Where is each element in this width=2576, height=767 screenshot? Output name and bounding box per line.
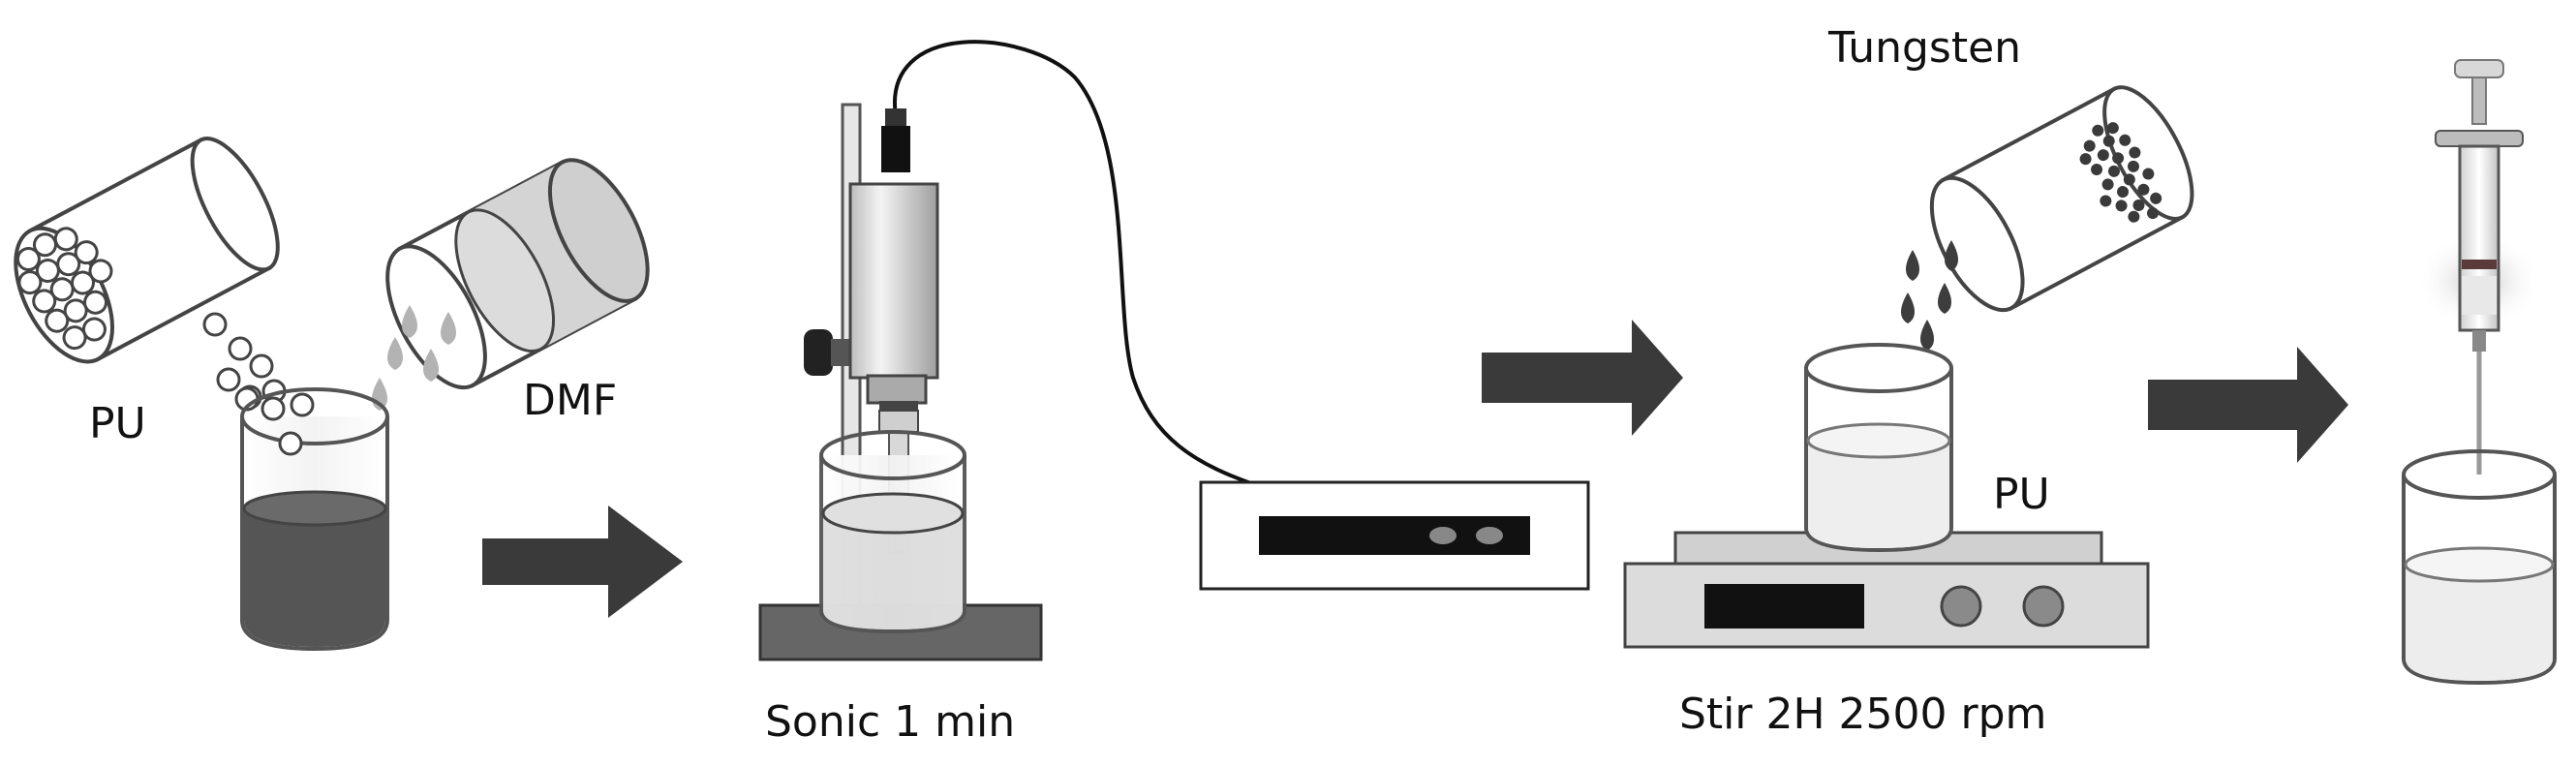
step-4-dispensing (2402, 59, 2557, 686)
process-arrow-3 (2148, 347, 2348, 463)
label-dmf: DMF (523, 376, 617, 425)
tungsten-container (1929, 85, 2194, 313)
label-sonic: Sonic 1 min (765, 697, 1015, 747)
sonication-beaker (819, 430, 966, 634)
stirrer-knob-2 (2022, 585, 2065, 628)
mixing-beaker (240, 387, 389, 652)
label-pu-left: PU (89, 399, 146, 448)
label-pu-right: PU (1993, 470, 2050, 519)
magnetic-stirrer (1623, 562, 2150, 649)
dmf-solvent-container (385, 158, 650, 390)
sonicator-control-unit (1199, 480, 1590, 591)
stirrer-display (1704, 584, 1864, 629)
collection-beaker (2402, 449, 2557, 686)
process-arrow-1 (482, 506, 683, 618)
step-3-stirring: Tungsten PU Stir 2H 2500 rpm (1623, 23, 2194, 739)
clamp-knob (804, 329, 833, 376)
label-stir: Stir 2H 2500 rpm (1679, 690, 2046, 739)
tungsten-droplets (1901, 240, 1958, 351)
control-knob-1 (1429, 527, 1457, 544)
syringe-flange (2435, 130, 2524, 147)
label-tungsten: Tungsten (1827, 23, 2021, 73)
control-knob-2 (1476, 527, 1503, 544)
probe-cable (892, 40, 1270, 491)
step-1-mixing: PU DMF (14, 137, 650, 652)
sonicator-converter (848, 182, 939, 380)
stirring-beaker (1804, 343, 1953, 553)
stirrer-knob-1 (1940, 585, 1982, 628)
process-arrow-2 (1482, 320, 1683, 436)
syringe-plunger-cap (2454, 59, 2504, 78)
step-2-sonication: Sonic 1 min (758, 40, 1270, 747)
pu-pellet-container (14, 137, 280, 364)
falling-pu-pellets (202, 312, 287, 412)
